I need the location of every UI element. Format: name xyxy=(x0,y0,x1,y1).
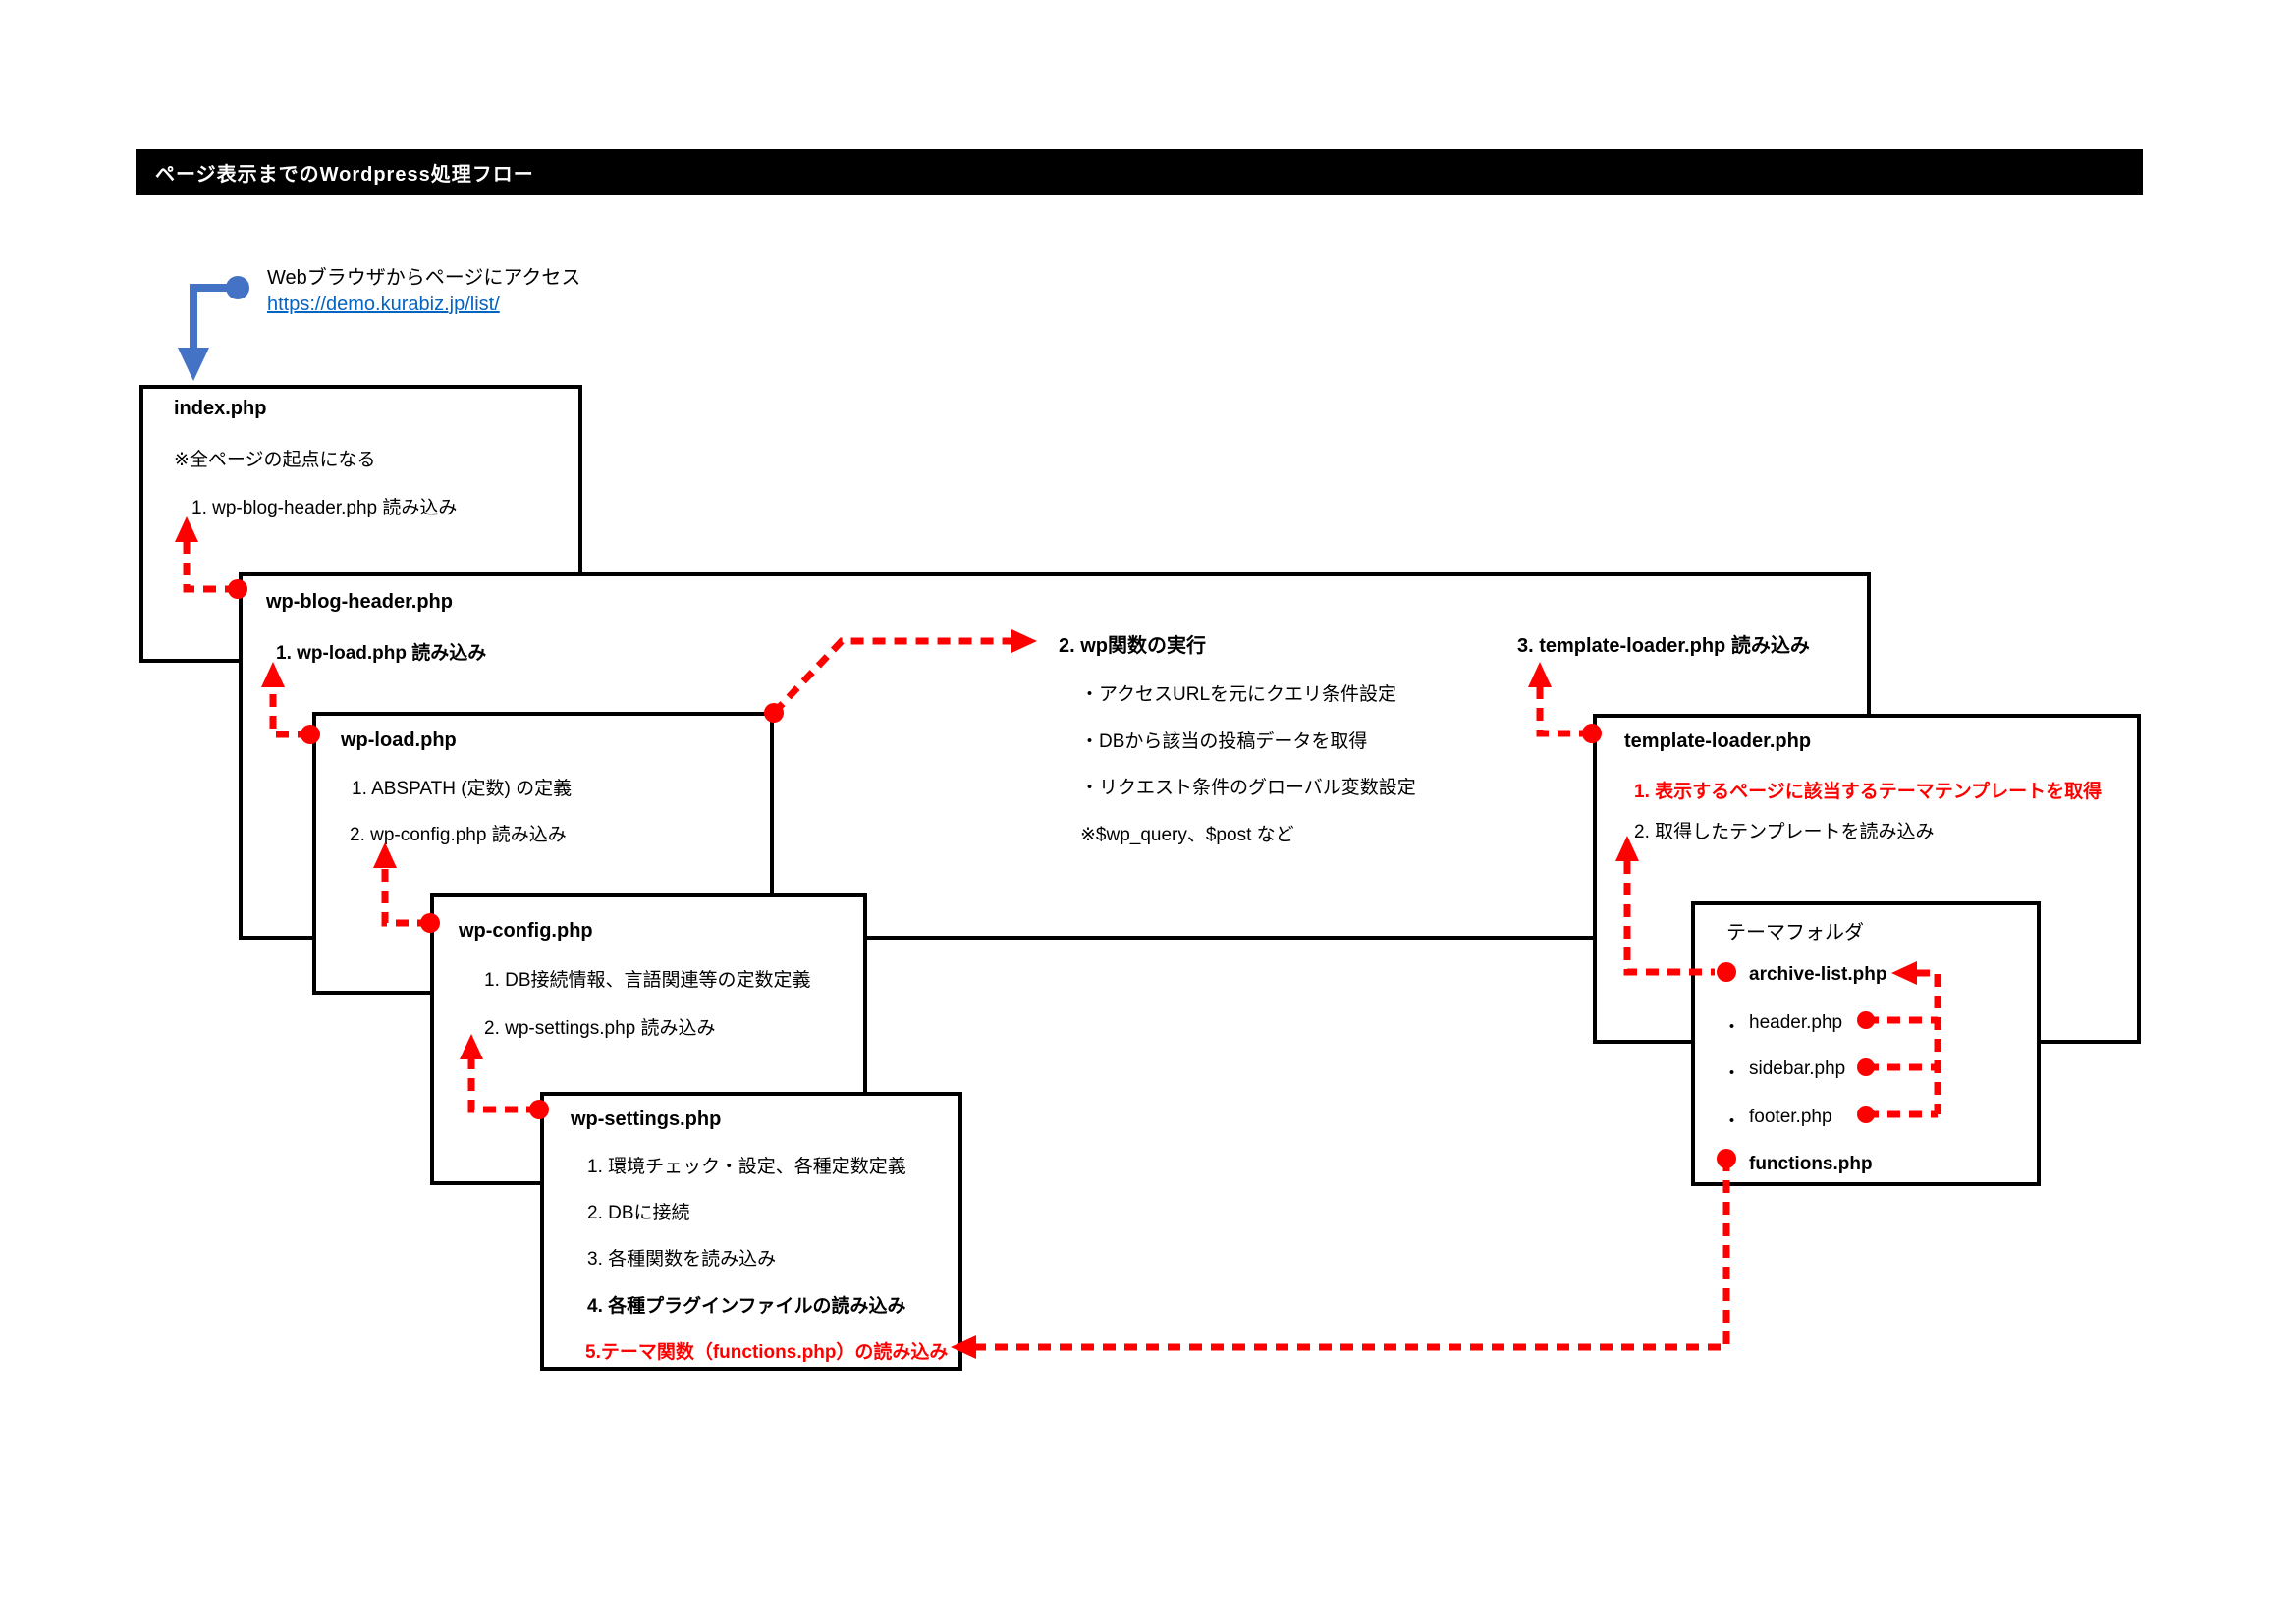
box-item: 3. 各種関数を読み込み xyxy=(587,1249,777,1270)
box-item: 1. ABSPATH (定数) の定義 xyxy=(352,779,573,799)
box-item: 1. wp-load.php 読み込み xyxy=(276,643,487,664)
box-item: 1. DB接続情報、言語関連等の定数定義 xyxy=(484,970,811,991)
box-theme-folder: テーマフォルダ archive-list.php ・ header.php ・ … xyxy=(1691,901,2041,1186)
connector-functions-to-settings xyxy=(951,1149,1736,1359)
box-item-highlight: 1. 表示するページに該当するテーマテンプレートを取得 xyxy=(1634,782,2103,802)
title-bar: ページ表示までのWordpress処理フロー xyxy=(136,149,2143,195)
bullet-icon: ・ xyxy=(1722,1063,1742,1084)
box-item: 2. wp-config.php 読み込み xyxy=(350,825,567,845)
heading-template-load: 3. template-loader.php 読み込み xyxy=(1517,635,1810,657)
heading-wp-exec-item: ・DBから該当の投稿データを取得 xyxy=(1080,731,1368,752)
theme-functions: functions.php xyxy=(1749,1154,1873,1174)
box-item: 2. 取得したテンプレートを読み込み xyxy=(1634,822,1935,842)
heading-wp-exec-item: ・リクエスト条件のグローバル変数設定 xyxy=(1080,778,1416,798)
box-title: wp-settings.php xyxy=(571,1109,722,1130)
box-title: wp-load.php xyxy=(341,730,457,751)
box-title: テーマフォルダ xyxy=(1726,922,1864,944)
theme-main-template: archive-list.php xyxy=(1749,964,1887,985)
box-title: wp-config.php xyxy=(459,920,593,942)
page-title: ページ表示までのWordpress処理フロー xyxy=(155,164,534,186)
arrow-down-icon xyxy=(178,348,209,381)
bullet-icon: ・ xyxy=(1722,1111,1742,1132)
heading-wp-exec-item: ・アクセスURLを元にクエリ条件設定 xyxy=(1080,684,1397,705)
theme-part: footer.php xyxy=(1749,1107,1832,1127)
bullet-icon: ・ xyxy=(1722,1017,1742,1038)
box-item: 2. wp-settings.php 読み込み xyxy=(484,1018,716,1039)
box-item: 4. 各種プラグインファイルの読み込み xyxy=(587,1296,906,1317)
theme-part: header.php xyxy=(1749,1012,1843,1033)
demo-url-link[interactable]: https://demo.kurabiz.jp/list/ xyxy=(267,294,500,315)
browser-access-arrow xyxy=(178,276,249,381)
box-note: ※全ページの起点になる xyxy=(174,450,376,470)
box-title: index.php xyxy=(174,398,267,419)
blue-dot-icon xyxy=(226,276,249,299)
box-item-highlight: 5.テーマ関数（functions.php）の読み込み xyxy=(585,1342,949,1363)
box-item: 1. 環境チェック・設定、各種定数定義 xyxy=(587,1157,906,1177)
box-item: 1. wp-blog-header.php 読み込み xyxy=(191,498,458,518)
box-item: 2. DBに接続 xyxy=(587,1203,690,1223)
theme-part: sidebar.php xyxy=(1749,1058,1846,1079)
heading-wp-exec-item: ※$wp_query、$post など xyxy=(1080,825,1294,845)
box-title: wp-blog-header.php xyxy=(266,591,453,613)
box-title: template-loader.php xyxy=(1624,731,1812,752)
heading-wp-exec: 2. wp関数の実行 xyxy=(1059,635,1207,657)
browser-access-label: Webブラウザからページにアクセス xyxy=(267,267,581,289)
box-wp-settings: wp-settings.php 1. 環境チェック・設定、各種定数定義 2. D… xyxy=(540,1092,962,1371)
